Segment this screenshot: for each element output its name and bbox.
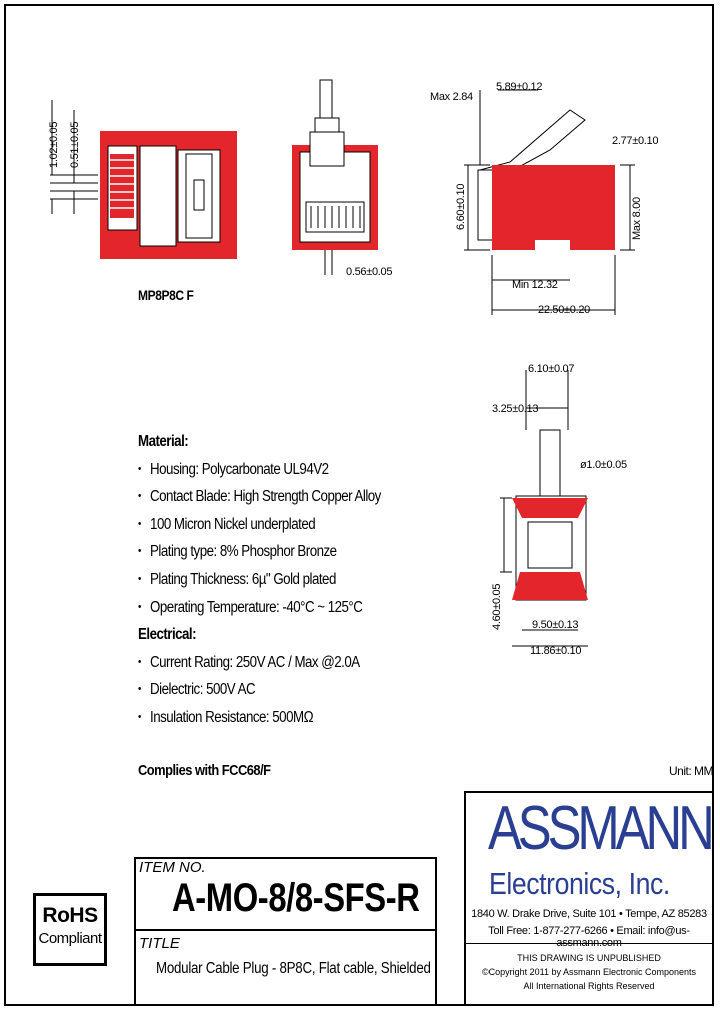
material-heading: Material: [138,433,189,450]
spec-item: Insulation Resistance: 500MΩ [138,704,396,732]
side-view-drawing: 0.56±0.05 [292,79,393,278]
spec-item: Contact Blade: High Strength Copper Allo… [138,483,396,511]
dim-text: 3.25±0.13 [492,403,538,415]
dim-text: 6.60±0.10 [455,184,467,230]
contact-divider [466,943,712,944]
front-view-drawing: 1.02±0.05 0.51±0.05 [48,100,237,259]
unit-label: Unit: MM [669,764,714,778]
dim-text: 0.56±0.05 [346,266,392,278]
product-title: Modular Cable Plug - 8P8C, Flat cable, S… [156,960,431,977]
spec-item: Operating Temperature: -40°C ~ 125°C [138,594,396,622]
dim-text: 6.10±0.07 [528,363,574,375]
compliance-note: Complies with FCC68/F [138,762,271,779]
dim-text: 2.77±0.10 [612,135,658,147]
rohs-compliant-text: Compliant [38,930,102,947]
item-no-label: ITEM NO. [139,859,206,876]
title-block [134,857,437,1006]
title-label: TITLE [139,935,180,952]
dim-text: 0.51±0.05 [69,122,81,168]
electrical-list: Current Rating: 250V AC / Max @2.0A Diel… [138,649,396,732]
dim-text: 11.86±0.10 [530,645,581,657]
spec-item: Plating Thickness: 6µ" Gold plated [138,566,396,594]
brand-logo: ASSMANN [488,794,715,863]
legal-text: All International Rights Reserved [523,981,655,991]
model-label: MP8P8C F [138,287,194,303]
dim-text: Max 2.84 [430,91,473,103]
rohs-text: RoHS [42,904,98,927]
title-divider [136,929,437,931]
dim-text: ø1.0±0.05 [580,459,627,471]
legal-text: ©Copyright 2011 by Assmann Electronic Co… [481,967,697,977]
dim-text: 4.60±0.05 [491,584,503,630]
dim-text: 22.50±0.20 [538,304,590,316]
company-block [464,791,714,1006]
dim-text: 9.50±0.13 [532,619,578,631]
spec-item: Current Rating: 250V AC / Max @2.0A [138,649,396,677]
dim-text: Min 12.32 [512,279,558,291]
spec-item: Plating type: 8% Phosphor Bronze [138,538,396,566]
profile-view-drawing: Max 2.84 5.89±0.12 2.77±0.10 6.60±0.10 M… [430,81,659,316]
rohs-badge: RoHS Compliant [33,893,107,966]
spec-item: Dielectric: 500V AC [138,676,396,704]
company-contact: Toll Free: 1-877-277-6266 • Email: info@… [488,925,690,949]
dim-text: 5.89±0.12 [496,81,542,93]
spec-item: Housing: Polycarbonate UL94V2 [138,456,396,484]
spec-item: 100 Micron Nickel underplated [138,511,396,539]
item-number: A-MO-8/8-SFS-R [172,876,420,920]
rear-view-drawing: 6.10±0.07 3.25±0.13 ø1.0±0.05 4.60±0.05 … [491,363,627,657]
dim-text: 1.02±0.05 [48,122,60,168]
dim-text: Max 8.00 [631,197,643,240]
electrical-heading: Electrical: [138,626,197,644]
material-list: Housing: Polycarbonate UL94V2 Contact Bl… [138,456,396,622]
legal-text: THIS DRAWING IS UNPUBLISHED [517,953,661,963]
brand-subtitle: Electronics, Inc. [489,866,670,901]
specifications: Material: Housing: Polycarbonate UL94V2 … [138,428,396,732]
company-address: 1840 W. Drake Drive, Suite 101 • Tempe, … [471,908,707,920]
